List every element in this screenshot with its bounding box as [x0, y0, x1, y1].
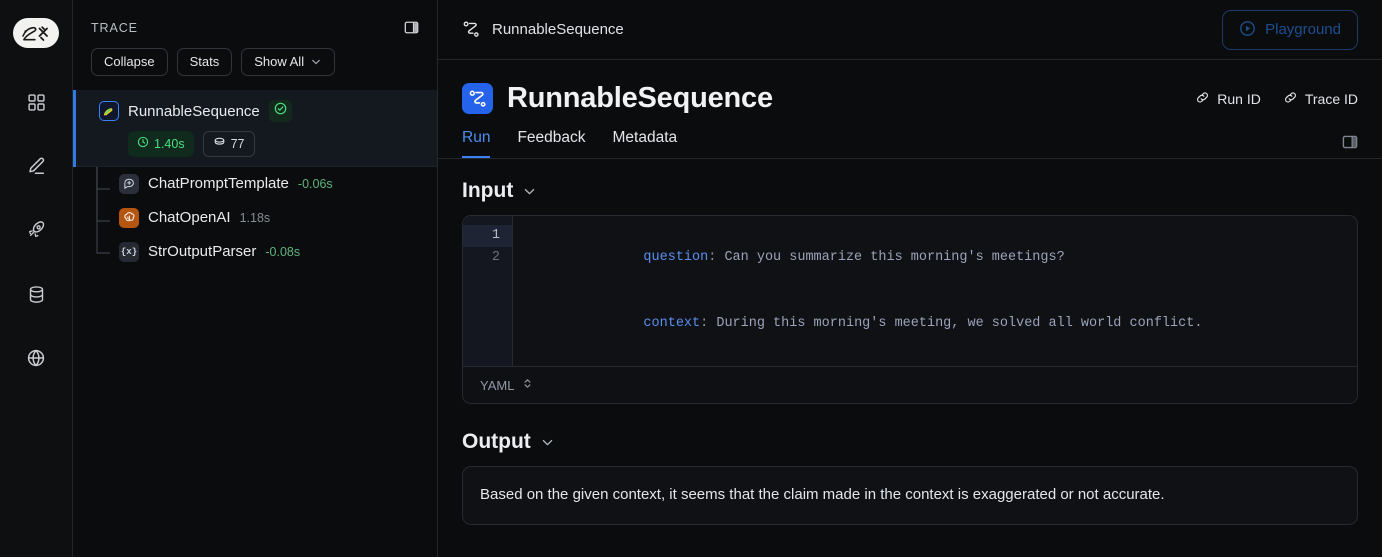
tree-row-stroutputparser[interactable]: {x} StrOutputParser -0.08s [73, 235, 437, 269]
icon-rail [0, 0, 73, 557]
panel-toggle-icon[interactable] [1342, 134, 1358, 158]
runnable-sequence-icon [462, 83, 493, 114]
language-label: YAML [480, 377, 515, 393]
yaml-value: During this morning's meeting, we solved… [716, 316, 1203, 331]
trace-controls: Collapse Stats Show All [91, 48, 419, 90]
prompt-template-icon [119, 173, 139, 194]
status-badge [268, 100, 292, 122]
tab-divider [438, 158, 1382, 159]
tab-bar: Run Feedback Metadata [462, 129, 1358, 158]
breadcrumb[interactable]: RunnableSequence [462, 20, 624, 39]
playground-label: Playground [1265, 21, 1341, 38]
chevron-down-icon [522, 184, 537, 199]
langchain-parrot-icon [99, 101, 119, 121]
yaml-key: context [643, 316, 701, 331]
breadcrumb-label: RunnableSequence [492, 21, 624, 38]
main-panel: RunnableSequence Playground [438, 0, 1382, 557]
tree-node-duration: -0.08s [265, 244, 301, 259]
link-icon [1195, 90, 1210, 108]
output-text-block: Based on the given context, it seems tha… [462, 466, 1358, 525]
database-icon[interactable] [16, 272, 56, 316]
tree-node-label: StrOutputParser [148, 243, 257, 261]
trace-label: TRACE [91, 20, 138, 35]
clock-icon [137, 136, 149, 153]
run-id-label: Run ID [1217, 90, 1261, 107]
up-down-chevron-icon [522, 377, 533, 393]
run-header: RunnableSequence Run ID [438, 60, 1382, 158]
tree-node-label: RunnableSequence [128, 102, 260, 120]
language-select[interactable]: YAML [480, 377, 533, 393]
yaml-value: Can you summarize this morning's meeting… [724, 250, 1065, 265]
page-title: RunnableSequence [507, 82, 773, 114]
tree-children: ChatPromptTemplate -0.06s ChatOpenAI 1.1… [73, 166, 437, 269]
output-heading: Output [462, 430, 531, 453]
output-section-header[interactable]: Output [462, 430, 555, 454]
duration-value: 1.40s [154, 136, 185, 151]
parser-icon: {x} [119, 241, 139, 262]
stats-button-label: Stats [189, 54, 220, 69]
langchain-logo[interactable] [13, 18, 59, 48]
check-circle-icon [274, 102, 287, 120]
trace-id-link[interactable]: Trace ID [1283, 90, 1358, 108]
input-section-header[interactable]: Input [462, 179, 537, 203]
input-heading: Input [462, 179, 514, 202]
code-line: question: Can you summarize this morning… [530, 225, 1357, 291]
token-icon [213, 135, 226, 153]
line-number: 1 [463, 225, 512, 247]
stats-button[interactable]: Stats [176, 48, 233, 76]
chevron-down-icon [540, 435, 555, 450]
tree-row-runnable-sequence[interactable]: RunnableSequence [73, 90, 437, 167]
yaml-punctuation: : [708, 250, 725, 265]
globe-icon[interactable] [16, 336, 56, 380]
openai-icon [119, 207, 139, 228]
rocket-icon[interactable] [16, 208, 56, 252]
trace-panel-header: TRACE Collapse Stats Show All [73, 0, 437, 90]
line-number: 2 [491, 250, 500, 265]
top-bar: RunnableSequence Playground [438, 0, 1382, 60]
playground-button[interactable]: Playground [1222, 9, 1358, 50]
grid-icon[interactable] [16, 80, 56, 124]
chevron-down-icon [310, 56, 322, 68]
code-gutter: 1 2 [463, 216, 513, 366]
runnable-sequence-icon [462, 20, 481, 39]
tab-run[interactable]: Run [462, 129, 491, 158]
yaml-key: question [643, 250, 709, 265]
yaml-punctuation: : [700, 316, 717, 331]
token-count: 77 [230, 136, 245, 151]
pencil-icon[interactable] [16, 144, 56, 188]
show-all-dropdown[interactable]: Show All [241, 48, 336, 76]
id-links: Run ID Trace ID [1195, 90, 1358, 108]
tree-row-chatopenai[interactable]: ChatOpenAI 1.18s [73, 201, 437, 235]
trace-tree: RunnableSequence [73, 90, 437, 269]
code-line: context: During this morning's meeting, … [530, 291, 1357, 357]
tab-feedback[interactable]: Feedback [517, 129, 586, 146]
panel-toggle-icon[interactable] [404, 20, 419, 35]
play-circle-icon [1239, 20, 1256, 40]
run-id-link[interactable]: Run ID [1195, 90, 1261, 108]
tree-node-label: ChatPromptTemplate [148, 175, 289, 193]
code-footer: YAML [463, 366, 1357, 403]
tree-node-duration: -0.06s [297, 176, 333, 191]
link-icon [1283, 90, 1298, 108]
run-content: Input 1 2 question: Can you summarize th… [438, 159, 1382, 557]
code-lines[interactable]: question: Can you summarize this morning… [513, 216, 1357, 366]
token-badge: 77 [202, 131, 255, 157]
trace-panel: TRACE Collapse Stats Show All [73, 0, 438, 557]
tree-node-label: ChatOpenAI [148, 209, 231, 227]
tree-row-chatprompttemplate[interactable]: ChatPromptTemplate -0.06s [73, 167, 437, 201]
show-all-label: Show All [254, 54, 305, 69]
duration-badge: 1.40s [128, 131, 194, 157]
collapse-button-label: Collapse [104, 54, 155, 69]
input-code-block: 1 2 question: Can you summarize this mor… [462, 215, 1358, 404]
collapse-button[interactable]: Collapse [91, 48, 168, 76]
tree-node-duration: 1.18s [239, 210, 271, 225]
trace-id-label: Trace ID [1304, 90, 1358, 107]
tab-metadata[interactable]: Metadata [612, 129, 678, 146]
